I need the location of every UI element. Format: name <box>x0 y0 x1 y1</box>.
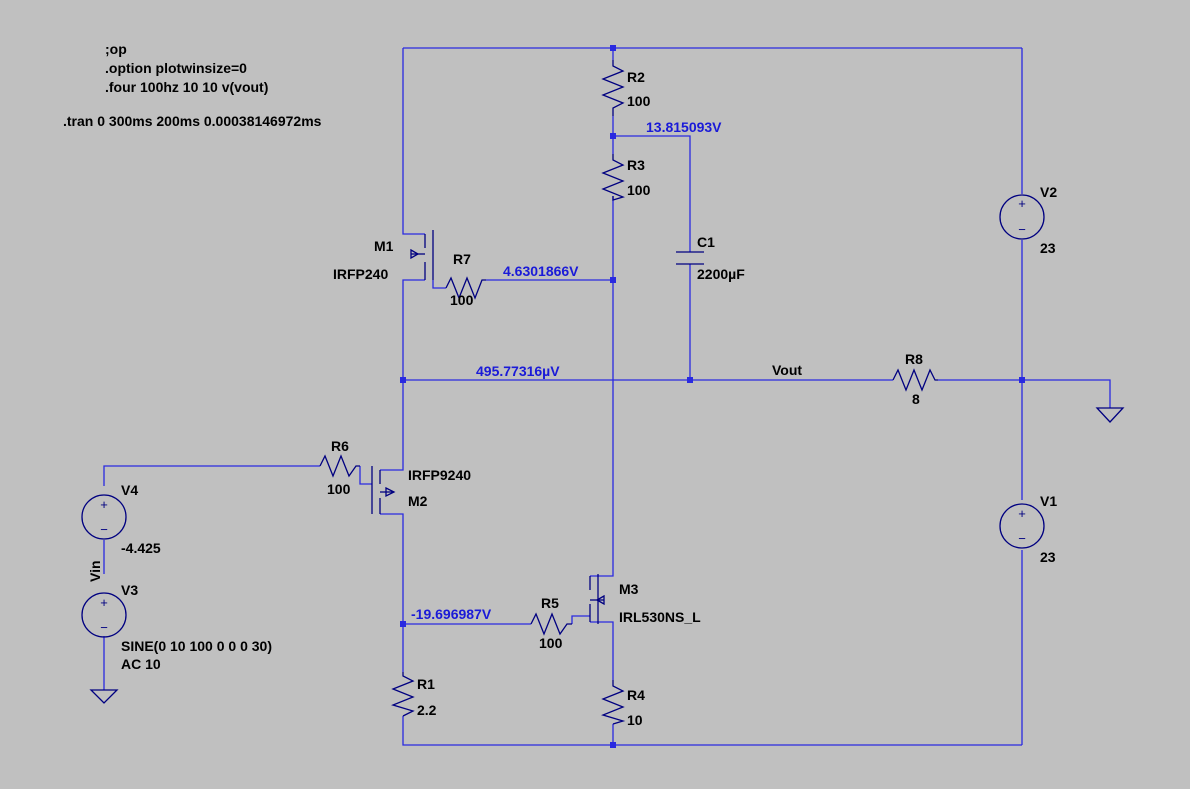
m3-name: M3 <box>619 581 639 597</box>
r8-value: 8 <box>912 391 920 407</box>
r4-name: R4 <box>627 687 645 703</box>
svg-text:+: + <box>100 497 108 512</box>
junction-dot <box>1019 377 1025 383</box>
junction-dot <box>610 742 616 748</box>
directive-tran[interactable]: .tran 0 300ms 200ms 0.00038146972ms <box>63 113 322 129</box>
r1-value: 2.2 <box>417 702 437 718</box>
m1-value: IRFP240 <box>333 266 388 282</box>
directive-op[interactable]: ;op <box>105 41 127 57</box>
v2-value: 23 <box>1040 240 1056 256</box>
svg-text:+: + <box>100 595 108 610</box>
v2-name: V2 <box>1040 184 1057 200</box>
m1-name: M1 <box>374 238 394 254</box>
v1-name: V1 <box>1040 493 1057 509</box>
v3-name: V3 <box>121 582 138 598</box>
svg-text:−: − <box>100 620 108 635</box>
r2-name: R2 <box>627 69 645 85</box>
resistor-r1[interactable] <box>391 672 415 717</box>
r5-value: 100 <box>539 635 563 651</box>
junction-dot <box>610 277 616 283</box>
junction-dot <box>687 377 693 383</box>
r6-value: 100 <box>327 481 351 497</box>
net-label-vin: Vin <box>87 560 103 582</box>
resistor-r6[interactable] <box>319 454 360 478</box>
v1-value: 23 <box>1040 549 1056 565</box>
junction-dot <box>400 377 406 383</box>
v4-name: V4 <box>121 482 138 498</box>
r7-value: 100 <box>450 292 474 308</box>
mosfet-m2[interactable] <box>371 466 396 514</box>
c1-value: 2200µF <box>697 266 745 282</box>
r2-value: 100 <box>627 93 651 109</box>
voltage-label-r2-r3: 13.815093V <box>646 119 722 135</box>
voltage-label-output: 495.77316µV <box>476 363 560 379</box>
svg-text:−: − <box>1018 531 1026 546</box>
net-label-vout: Vout <box>772 362 802 378</box>
mosfet-m1[interactable] <box>410 230 434 280</box>
resistor-r2[interactable] <box>601 60 625 116</box>
capacitor-c1[interactable] <box>676 251 704 265</box>
v4-value: -4.425 <box>121 540 161 556</box>
svg-text:−: − <box>1018 222 1026 237</box>
svg-text:+: + <box>1018 506 1026 521</box>
r3-name: R3 <box>627 157 645 173</box>
c1-name: C1 <box>697 234 715 250</box>
junctions <box>400 45 1025 748</box>
r7-name: R7 <box>453 251 471 267</box>
v3-value-ac: AC 10 <box>121 656 161 672</box>
resistor-r7[interactable] <box>445 276 486 300</box>
m3-value: IRL530NS_L <box>619 609 701 625</box>
voltage-label-r5: -19.696987V <box>411 606 492 622</box>
r1-name: R1 <box>417 676 435 692</box>
junction-dot <box>400 621 406 627</box>
directive-four[interactable]: .four 100hz 10 10 v(vout) <box>105 79 268 95</box>
r5-name: R5 <box>541 595 559 611</box>
svg-text:−: − <box>100 522 108 537</box>
svg-text:+: + <box>1018 196 1026 211</box>
v3-value: SINE(0 10 100 0 0 0 30) <box>121 638 272 654</box>
r3-value: 100 <box>627 182 651 198</box>
r8-name: R8 <box>905 351 923 367</box>
resistor-r5[interactable] <box>530 612 572 636</box>
resistor-r3[interactable] <box>601 154 625 201</box>
junction-dot <box>610 133 616 139</box>
r6-name: R6 <box>331 438 349 454</box>
m2-value: IRFP9240 <box>408 467 471 483</box>
resistor-r8[interactable] <box>892 368 938 392</box>
voltage-source-v2[interactable]: + − <box>999 194 1045 240</box>
ground-symbol <box>89 689 119 704</box>
resistor-r4[interactable] <box>601 680 626 725</box>
mosfet-m3[interactable] <box>589 574 605 624</box>
r4-value: 10 <box>627 712 643 728</box>
directive-option[interactable]: .option plotwinsize=0 <box>105 60 247 76</box>
voltage-source-v1[interactable]: + − <box>999 503 1045 549</box>
ground-symbol <box>1095 407 1125 423</box>
junction-dot <box>610 45 616 51</box>
voltage-label-r7: 4.6301866V <box>503 263 579 279</box>
voltage-source-v3[interactable]: + − <box>81 592 127 638</box>
voltage-source-v4[interactable]: + − <box>81 494 127 540</box>
m2-name: M2 <box>408 493 428 509</box>
